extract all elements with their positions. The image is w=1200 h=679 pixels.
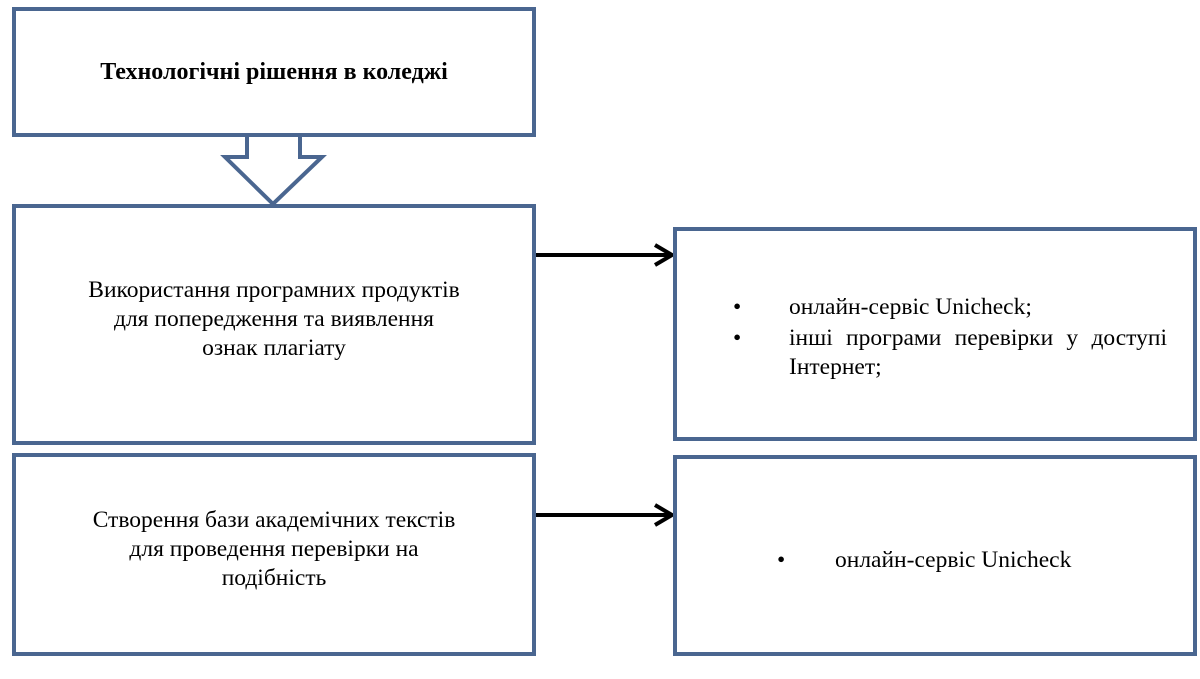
down-block-arrow (220, 135, 327, 207)
diagram-title: Технологічні рішення в коледжі (100, 58, 448, 85)
list-item-text: онлайн-сервіс Unicheck (835, 547, 1072, 573)
software-tools-list: • онлайн-сервіс Unicheck; • інші програм… (733, 293, 1167, 382)
database-tools-list: • онлайн-сервіс Unicheck (777, 546, 1173, 575)
list-item-text: інші програми перевірки у доступі Інтерн… (789, 325, 1167, 380)
bullet-icon: • (733, 325, 742, 351)
text-database-box: Створення бази академічних текстів для п… (12, 453, 536, 656)
bullet-icon: • (733, 294, 742, 320)
list-item: • онлайн-сервіс Unicheck (777, 546, 1173, 575)
title-box: Технологічні рішення в коледжі (12, 7, 536, 137)
software-tools-box: • онлайн-сервіс Unicheck; • інші програм… (673, 227, 1197, 441)
right-arrow-usage (536, 243, 676, 267)
software-usage-text: Використання програмних продуктів для по… (88, 277, 460, 361)
list-item-text: онлайн-сервіс Unicheck; (789, 294, 1032, 320)
database-tools-box: • онлайн-сервіс Unicheck (673, 455, 1197, 656)
bullet-icon: • (777, 547, 786, 573)
software-usage-box: Використання програмних продуктів для по… (12, 204, 536, 445)
list-item: • онлайн-сервіс Unicheck; (733, 293, 1167, 322)
text-database-text: Створення бази академічних текстів для п… (92, 507, 456, 591)
right-arrow-db (536, 503, 676, 527)
list-item: • інші програми перевірки у доступі Інте… (733, 324, 1167, 382)
